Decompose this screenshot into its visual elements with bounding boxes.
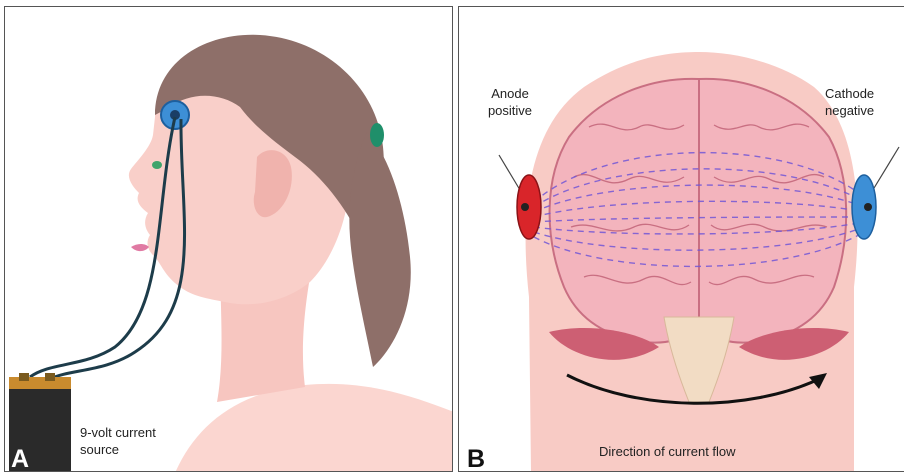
cathode-label-line2: negative <box>825 102 904 119</box>
panel-a: 9-volt current source A <box>4 6 453 472</box>
anode-label: Anode positive <box>475 85 545 119</box>
cathode-label-line1: Cathode <box>825 85 904 102</box>
anode-label-line1: Anode <box>475 85 545 102</box>
panel-b: Anode positive Cathode negative Directio… <box>458 6 904 472</box>
eye <box>152 161 162 169</box>
brain-current-illustration <box>459 7 904 472</box>
hair-tie <box>370 123 384 147</box>
flow-caption: Direction of current flow <box>599 443 736 460</box>
battery-label-line1: 9-volt current <box>80 424 156 441</box>
battery-label: 9-volt current source <box>80 424 156 458</box>
cathode-electrode-icon <box>852 147 899 239</box>
ponytail <box>349 132 410 367</box>
cathode-label: Cathode negative <box>825 85 904 119</box>
shoulder <box>175 384 453 472</box>
battery-label-line2: source <box>80 441 156 458</box>
head-profile-illustration <box>5 7 453 472</box>
anode-label-line2: positive <box>475 102 545 119</box>
lips <box>131 244 149 251</box>
panel-a-letter: A <box>11 445 29 472</box>
panel-b-letter: B <box>467 445 485 472</box>
